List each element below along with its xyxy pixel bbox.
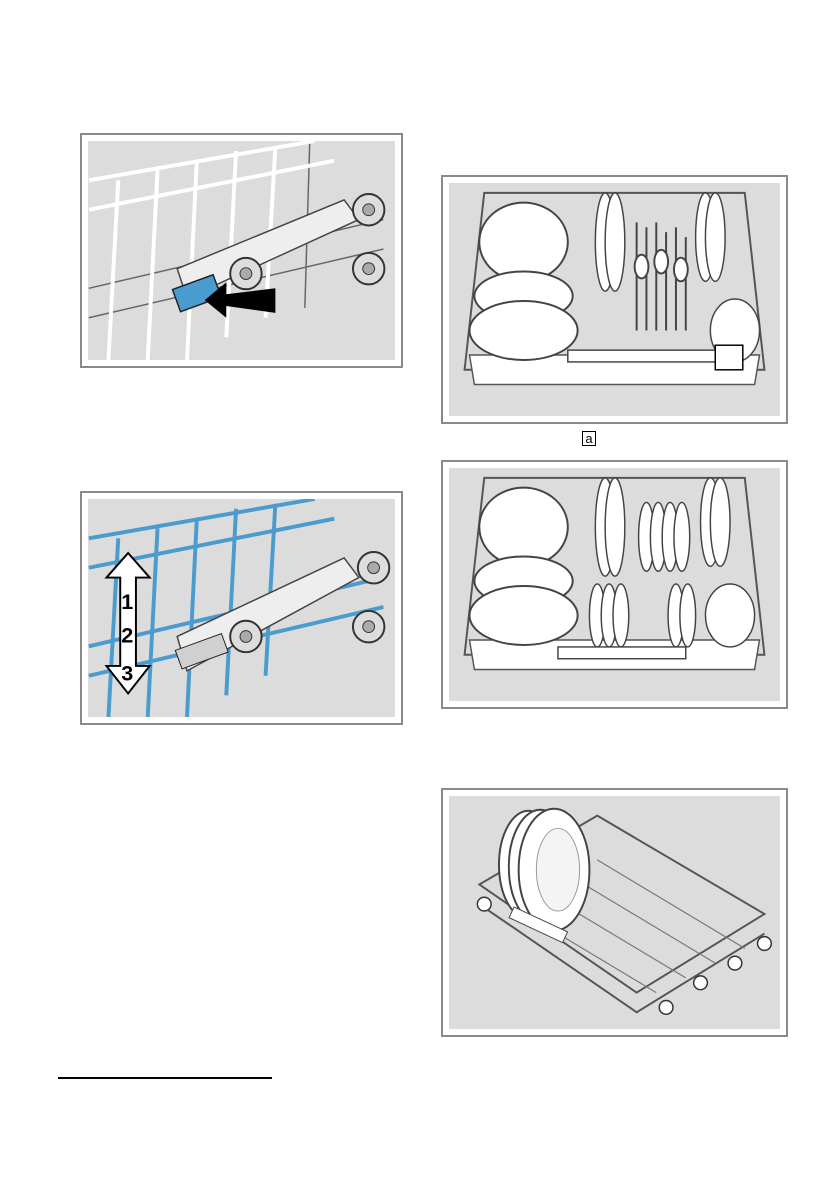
figure-height-positions: 1 2 3 bbox=[80, 491, 403, 725]
figure-lever-press bbox=[80, 133, 403, 368]
position-1-label: 1 bbox=[121, 589, 133, 614]
rack-lever-illustration bbox=[88, 141, 395, 360]
callout-a-label: a bbox=[582, 431, 596, 446]
footnote-rule bbox=[58, 1077, 272, 1079]
basket-plates-illustration bbox=[449, 468, 780, 701]
lower-basket-illustration bbox=[449, 796, 780, 1029]
figure-basket-plates bbox=[441, 460, 788, 709]
position-2-label: 2 bbox=[121, 622, 133, 647]
basket-cutlery-illustration bbox=[449, 183, 780, 416]
position-3-label: 3 bbox=[121, 661, 133, 686]
figure-lower-basket bbox=[441, 788, 788, 1037]
rack-height-illustration: 1 2 3 bbox=[88, 499, 395, 717]
figure-basket-cutlery bbox=[441, 175, 788, 424]
